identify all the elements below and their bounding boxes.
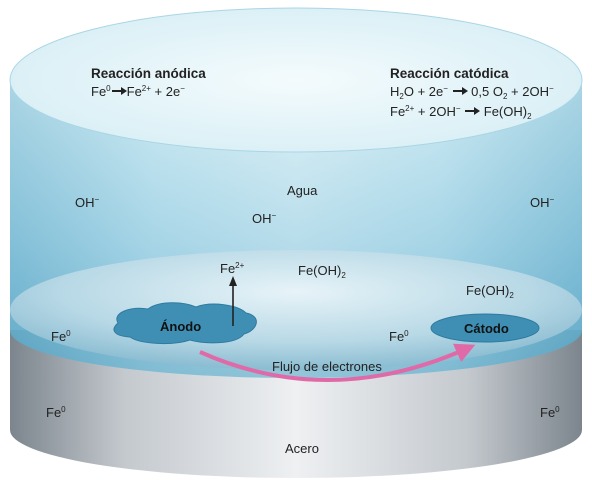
cathode-patch — [430, 313, 540, 343]
fe0-steel-left-label: Fe0 — [46, 405, 66, 420]
cathodic-equation-1: H2O + 2e− 0,5 O2 + 2OH− — [390, 84, 554, 101]
steel-plate-surface — [10, 250, 582, 370]
feoh2-right-label: Fe(OH)2 — [466, 283, 514, 300]
oh-center-label: OH− — [252, 211, 277, 226]
right-arrow-icon — [464, 106, 481, 116]
anode-label: Ánodo — [160, 319, 202, 334]
electron-flow-label: Flujo de electrones — [272, 359, 382, 374]
electron-flow-arrow — [199, 343, 476, 383]
cathodic-equation-2: Fe2+ + 2OH− Fe(OH)2 — [390, 104, 532, 121]
cathodic-title: Reacción catódica — [390, 66, 509, 81]
water-top-surface — [9, 7, 583, 153]
fe2-ion-label: Fe2+ — [220, 261, 245, 276]
anodic-title: Reacción anódica — [91, 66, 206, 81]
right-arrow-icon — [111, 86, 127, 96]
right-arrow-icon — [452, 86, 468, 96]
anode-patch — [113, 302, 257, 345]
oh-right-label: OH− — [530, 195, 555, 210]
feoh2-center-label: Fe(OH)2 — [298, 263, 346, 280]
fe0-steel-right-label: Fe0 — [540, 405, 560, 420]
steel-label: Acero — [285, 441, 319, 456]
water-label: Agua — [287, 183, 318, 198]
oh-left-label: OH− — [75, 195, 100, 210]
fe0-surface-mid-label: Fe0 — [389, 329, 409, 344]
fe0-surface-left-label: Fe0 — [51, 329, 71, 344]
cathode-label: Cátodo — [464, 321, 509, 336]
